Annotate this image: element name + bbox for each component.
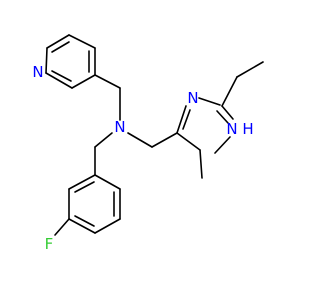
bond bbox=[94, 132, 113, 148]
bond bbox=[198, 97, 221, 106]
fluorine-label: F bbox=[45, 235, 54, 253]
bond bbox=[74, 215, 95, 227]
bond bbox=[221, 105, 234, 120]
bond bbox=[94, 218, 121, 234]
bond bbox=[221, 76, 238, 107]
imidazole-nh-nitrogen-label: N bbox=[226, 120, 237, 138]
bond bbox=[151, 132, 178, 148]
bond bbox=[51, 70, 72, 82]
bond bbox=[74, 181, 95, 193]
bond bbox=[46, 34, 70, 49]
bond bbox=[45, 72, 73, 89]
bond bbox=[199, 149, 203, 179]
bond bbox=[176, 105, 187, 134]
pyridine-ring bbox=[45, 34, 96, 89]
imidazole-ring bbox=[176, 97, 234, 154]
bond bbox=[68, 34, 96, 49]
bond bbox=[51, 41, 70, 53]
imidazole-nitrogen-label: N bbox=[187, 89, 198, 107]
bond bbox=[94, 174, 121, 190]
bond bbox=[68, 218, 96, 234]
bond bbox=[127, 132, 153, 148]
bond bbox=[94, 74, 121, 89]
amine-nitrogen-label: N bbox=[114, 118, 125, 136]
bond bbox=[54, 218, 70, 236]
bond bbox=[71, 74, 96, 89]
bond bbox=[236, 61, 264, 78]
imidazole-hydrogen-label: H bbox=[242, 120, 253, 138]
molecule-canvas: N N N N H F bbox=[32, 34, 264, 253]
pyridine-nitrogen-label: N bbox=[32, 63, 43, 81]
bond bbox=[68, 174, 96, 190]
bond bbox=[214, 136, 231, 154]
bond bbox=[176, 132, 201, 151]
fluorobenzene-ring bbox=[68, 174, 121, 234]
structure-drawing: N N N N H F bbox=[32, 34, 264, 253]
bond bbox=[216, 110, 229, 124]
bond bbox=[182, 109, 191, 130]
bond bbox=[45, 47, 48, 74]
